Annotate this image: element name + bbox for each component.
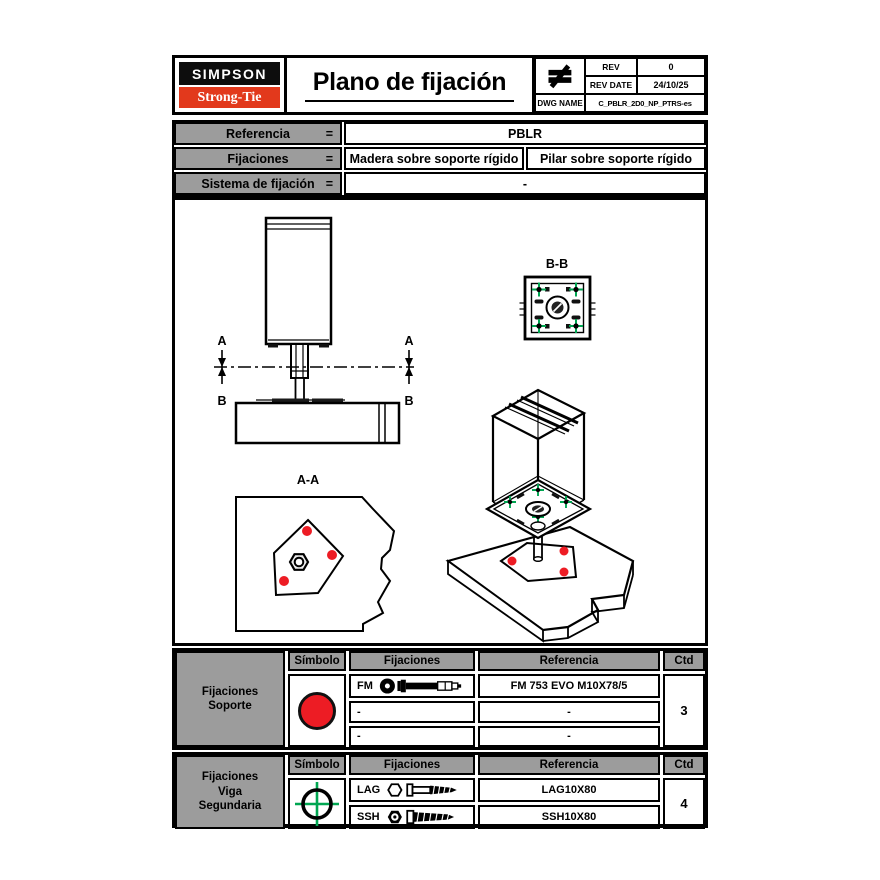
section-bb-view (519, 275, 596, 341)
reference-table: Referencia = PBLR Fijaciones = Madera so… (172, 120, 708, 197)
anchor-dot (559, 567, 569, 577)
sistema-label-cell: Sistema de fijación = (174, 172, 342, 195)
fixing-row-lag: LAG (349, 778, 475, 802)
base-plate-outline (272, 518, 345, 597)
side-elevation-view (214, 216, 414, 445)
header-referencia: Referencia (478, 651, 660, 671)
fijaciones-label: Fijaciones (227, 151, 289, 166)
equals-sign: = (325, 151, 333, 166)
support-fixings-group-label: Fijaciones Soporte (175, 651, 285, 747)
sistema-value: - (344, 172, 706, 195)
support-fixings-table: Fijaciones Soporte Símbolo Fijaciones Re… (172, 648, 708, 750)
referencia-label-cell: Referencia = (174, 122, 342, 145)
referencia-value: PBLR (344, 122, 706, 145)
anchor-dot (302, 526, 312, 536)
rev-value: 0 (637, 58, 705, 76)
section-arrow-left (218, 350, 226, 384)
red-anchor-symbol-icon (298, 691, 336, 730)
structural-screw-icon (387, 809, 454, 825)
fixing-row-empty: - (349, 725, 475, 747)
referencia-label: Referencia (226, 126, 290, 141)
header-fijaciones: Fijaciones (349, 755, 475, 775)
secondary-fixings-group-label: Fijaciones Viga Segundaria (175, 755, 285, 829)
header-simbolo: Símbolo (288, 651, 346, 671)
plate-slots (516, 492, 560, 526)
rev-date-value: 24/10/25 (637, 76, 705, 94)
sistema-label: Sistema de fijación (201, 176, 315, 191)
equals-sign: = (325, 126, 333, 141)
technical-drawing: A A B B B-B (214, 216, 635, 643)
reference-empty: - (478, 725, 660, 747)
dwg-name-value: C_PBLR_2D0_NP_PTRS-es (585, 94, 705, 112)
reference-empty: - (478, 701, 660, 723)
header-fijaciones: Fijaciones (349, 651, 475, 671)
secondary-symbol-cell (288, 778, 346, 829)
page-title: Plano de fijación (304, 68, 515, 102)
simpson-strongtie-logo: SIMPSON Strong-Tie (175, 58, 287, 112)
section-aa-view (235, 496, 396, 632)
fixing-row-ssh: SSH (349, 805, 475, 829)
dwg-name-label: DWG NAME (535, 94, 585, 112)
green-crosshair-symbol-icon (295, 781, 339, 826)
fixing-plan-sheet: SIMPSON Strong-Tie Plano de fijación ≠ R… (172, 55, 708, 830)
revision-block: ≠ REV 0 REV DATE 24/10/25 DWG NAME C_PBL… (535, 58, 705, 112)
logo-simpson: SIMPSON (179, 62, 280, 85)
logo-strongtie: Strong-Tie (179, 87, 280, 108)
header-ctd: Ctd (663, 755, 705, 775)
section-arrow-right (405, 350, 413, 384)
equals-sign: = (325, 176, 333, 191)
rev-label: REV (585, 58, 637, 76)
support-symbol-cell (288, 674, 346, 747)
drawing-area: A A B B B-B (172, 197, 708, 646)
fijaciones-value-2: Pilar sobre soporte rígido (526, 147, 706, 170)
header-simbolo: Símbolo (288, 755, 346, 775)
lag-screw-icon (387, 783, 457, 797)
secondary-qty: 4 (663, 778, 705, 829)
wedge-anchor-icon (379, 678, 462, 694)
section-bb-title: B-B (546, 257, 568, 271)
anchor-dot (559, 546, 569, 556)
section-label-b-left: B (217, 394, 226, 408)
secondary-beam-fixings-table: Fijaciones Viga Segundaria Símbolo Fijac… (172, 752, 708, 829)
reference-lag: LAG10X80 (478, 778, 660, 802)
section-label-b-right: B (404, 394, 413, 408)
reference-fm: FM 753 EVO M10X78/5 (478, 674, 660, 698)
header-referencia: Referencia (478, 755, 660, 775)
not-to-scale-icon: ≠ (535, 58, 585, 94)
fixing-row-empty: - (349, 701, 475, 723)
sheet-title-cell: Plano de fijación (287, 58, 535, 112)
section-label-a-right: A (404, 334, 413, 348)
anchor-dot (279, 576, 289, 586)
rev-date-label: REV DATE (585, 76, 637, 94)
header-ctd: Ctd (663, 651, 705, 671)
fijaciones-value-1: Madera sobre soporte rígido (344, 147, 524, 170)
support-qty: 3 (663, 674, 705, 747)
fijaciones-label-cell: Fijaciones = (174, 147, 342, 170)
section-aa-title: A-A (297, 473, 319, 487)
anchor-dot (507, 556, 517, 566)
fixing-row-fm: FM (349, 674, 475, 698)
isometric-view (445, 388, 635, 643)
title-block: SIMPSON Strong-Tie Plano de fijación ≠ R… (172, 55, 708, 115)
anchor-dot (327, 550, 337, 560)
reference-ssh: SSH10X80 (478, 805, 660, 829)
section-label-a-left: A (217, 334, 226, 348)
